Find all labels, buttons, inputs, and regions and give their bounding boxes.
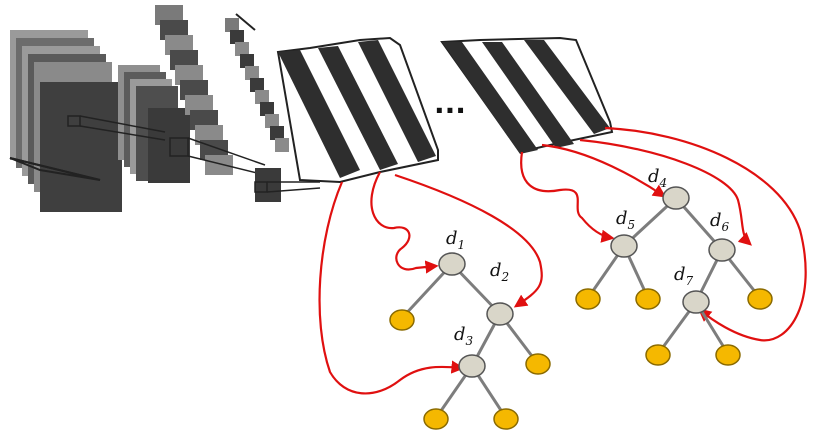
leaf-node <box>389 309 415 331</box>
leaf-node <box>525 353 551 375</box>
fully-connected-layer-2 <box>440 36 614 154</box>
decision-node-d6 <box>708 238 736 262</box>
decision-node-d1 <box>438 252 466 276</box>
leaf-node <box>645 344 671 366</box>
node-label-d7: d7 <box>674 264 694 288</box>
routing-arrows <box>318 126 807 395</box>
cnn-layer-4-stack <box>225 13 321 202</box>
leaf-node <box>575 288 601 310</box>
leaf-node <box>715 344 741 366</box>
cnn-input-stack <box>9 30 122 212</box>
leaf-node <box>747 288 773 310</box>
leaf-node <box>493 408 519 430</box>
decision-node-d7 <box>682 290 710 314</box>
node-label-d6: d6 <box>710 210 730 234</box>
decision-node-d4 <box>662 186 690 210</box>
decision-node-d3 <box>458 354 486 378</box>
node-label-d5: d5 <box>616 208 635 232</box>
decision-node-d5 <box>610 234 638 258</box>
decision-tree-2: d4 d5 d6 d7 <box>575 166 773 366</box>
leaf-node <box>423 408 449 430</box>
cnn-layer-2-stack <box>67 65 190 183</box>
cnn-layer-3-stack <box>155 5 266 176</box>
decision-tree-1: d1 d2 d3 <box>389 228 551 430</box>
fully-connected-layer-1 <box>276 36 439 184</box>
node-label-d3: d3 <box>454 324 474 348</box>
ellipsis-text: ... <box>434 87 466 120</box>
leaf-node <box>635 288 661 310</box>
node-label-d2: d2 <box>490 260 509 284</box>
decision-node-d2 <box>486 302 514 326</box>
node-label-d1: d1 <box>446 228 465 252</box>
node-label-d4: d4 <box>648 166 667 190</box>
